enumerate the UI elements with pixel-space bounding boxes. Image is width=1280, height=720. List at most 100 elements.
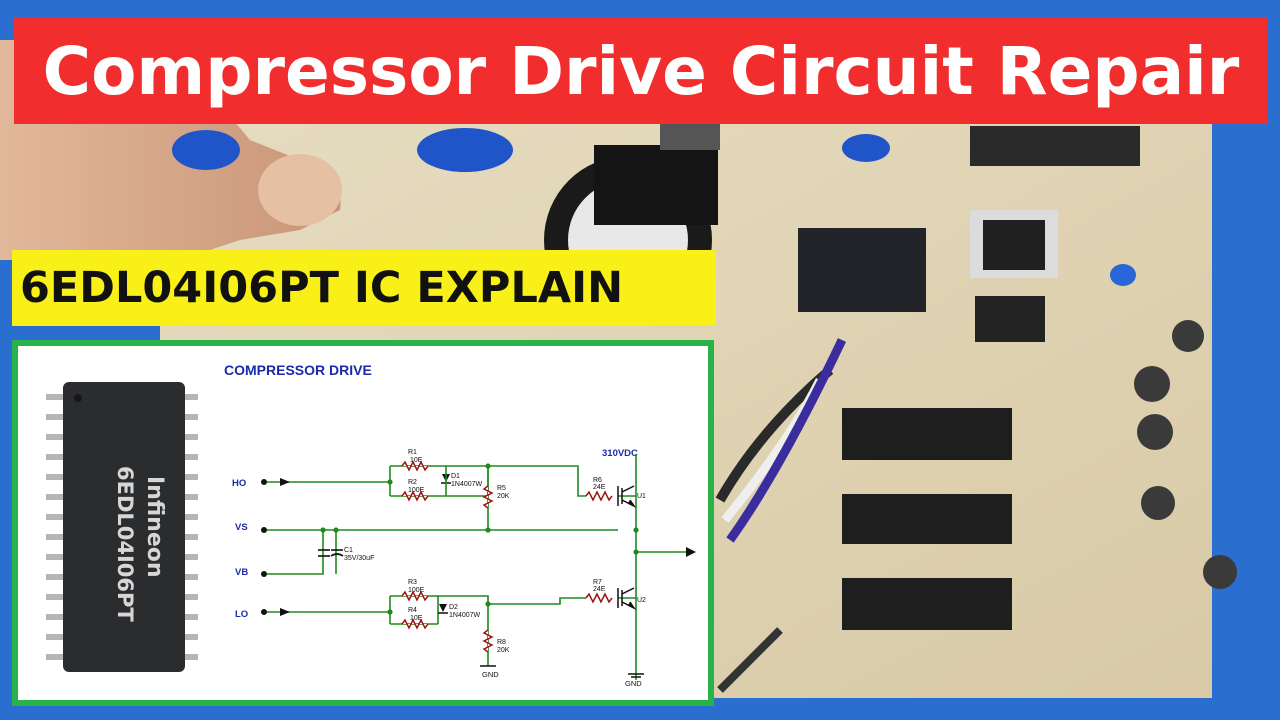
label-r1-value: 10E	[410, 457, 423, 464]
wire	[717, 627, 783, 693]
chip-pin	[46, 634, 66, 640]
resistor-r8	[482, 629, 494, 653]
chip-pin	[182, 614, 198, 620]
chip-pin	[46, 534, 66, 540]
label-r6-value: 24E	[593, 484, 606, 491]
label-u1: U1	[637, 493, 646, 500]
wire	[726, 338, 847, 543]
chip-pin	[46, 414, 66, 420]
relay	[660, 120, 720, 150]
diode-d1	[441, 466, 451, 496]
resistor-r5	[482, 485, 494, 509]
bridge-rectifier	[594, 145, 718, 225]
chip-pin	[182, 414, 198, 420]
input-label-vs: VS	[235, 522, 248, 533]
input-label-ho: HO	[232, 478, 246, 489]
chip-pin	[46, 454, 66, 460]
label-d2-ref: D2	[449, 604, 458, 611]
small-capacitor	[1137, 414, 1173, 450]
chip-pin	[46, 554, 66, 560]
diagram-title: COMPRESSOR DRIVE	[224, 362, 372, 378]
chip-pin	[182, 654, 198, 660]
igbt-u2	[617, 587, 637, 610]
label-c1-ref: C1	[344, 547, 353, 554]
chip-pin	[46, 654, 66, 660]
chip-pin	[182, 634, 198, 640]
chip-pin	[182, 574, 198, 580]
label-r2-ref: R2	[408, 479, 417, 486]
blue-capacitor	[842, 134, 890, 162]
thumb	[258, 154, 342, 226]
resistor-r4	[401, 618, 429, 630]
input-label-lo: LO	[235, 609, 248, 620]
chip-pin	[182, 454, 198, 460]
supply-label: 310VDC	[602, 448, 638, 459]
pin1-marker	[74, 394, 82, 402]
compressor-drive-schematic: Infineon 6EDL04I06PT COMPRESSOR DRIVE 31…	[46, 362, 696, 688]
chip-pin	[46, 434, 66, 440]
chip-pin	[46, 514, 66, 520]
chip-part: 6EDL04I06PT	[113, 466, 137, 622]
chip-pin	[182, 494, 198, 500]
label-r3-ref: R3	[408, 579, 417, 586]
blue-capacitor	[172, 130, 240, 170]
label-d1-value: 1N4007W	[451, 481, 483, 488]
chip-pin	[46, 494, 66, 500]
ic-chip: Infineon 6EDL04I06PT	[46, 382, 198, 672]
chip-pin	[46, 614, 66, 620]
label-r5-ref: R5	[497, 485, 506, 492]
label-r6-ref: R6	[593, 477, 602, 484]
resistor-r7	[585, 592, 613, 604]
resistors	[401, 460, 613, 653]
input-label-vb: VB	[235, 567, 248, 578]
diagram-panel: Infineon 6EDL04I06PT COMPRESSOR DRIVE 31…	[12, 340, 714, 706]
label-r3-value: 100E	[408, 587, 425, 594]
subtitle-banner: 6EDL04I06PT IC EXPLAIN	[12, 250, 716, 326]
chip-pin	[182, 514, 198, 520]
to247-body	[983, 220, 1045, 270]
diode-d2	[438, 604, 448, 614]
chip-pin	[182, 394, 198, 400]
label-r4-value: 10E	[410, 615, 423, 622]
chip-pin	[182, 474, 198, 480]
label-c1-value: 35V/30uF	[344, 555, 374, 562]
ground-symbols	[480, 665, 644, 678]
label-r8-ref: R8	[497, 639, 506, 646]
bridge-module	[798, 228, 926, 312]
label-d1-ref: D1	[451, 473, 460, 480]
chip-pin	[182, 554, 198, 560]
ground-label: GND	[482, 670, 499, 679]
resistor-r3	[401, 590, 429, 602]
title-text: Compressor Drive Circuit Repair	[42, 32, 1240, 110]
chip-pin	[46, 574, 66, 580]
igbt-u1	[617, 485, 637, 508]
small-capacitor	[1203, 555, 1237, 589]
capacitor-c1	[318, 549, 344, 557]
subtitle-text: 6EDL04I06PT IC EXPLAIN	[20, 263, 624, 313]
small-capacitor	[1141, 486, 1175, 520]
junctions	[320, 463, 639, 615]
label-r7-value: 24E	[593, 586, 606, 593]
resistor-r1	[401, 460, 429, 472]
chip-pin	[182, 434, 198, 440]
small-capacitor	[1134, 366, 1170, 402]
label-r7-ref: R7	[593, 579, 602, 586]
chip-pin	[46, 474, 66, 480]
small-capacitor	[1172, 320, 1204, 352]
blue-capacitor	[1110, 264, 1136, 286]
igbt-row	[842, 578, 1012, 630]
input-arrows	[261, 478, 696, 616]
blue-capacitor	[417, 128, 513, 172]
igbt-row	[842, 494, 1012, 544]
label-d2-value: 1N4007W	[449, 612, 481, 619]
chip-brand: Infineon	[142, 476, 167, 578]
transistor	[975, 296, 1045, 342]
chip-pin	[46, 394, 66, 400]
label-r2-value: 100E	[408, 487, 425, 494]
heatsink-part	[970, 126, 1140, 166]
diodes	[438, 466, 451, 614]
title-banner: Compressor Drive Circuit Repair	[14, 18, 1268, 124]
resistor-r6	[585, 490, 613, 502]
label-r5-value: 20K	[497, 493, 510, 500]
chip-pin	[182, 594, 198, 600]
